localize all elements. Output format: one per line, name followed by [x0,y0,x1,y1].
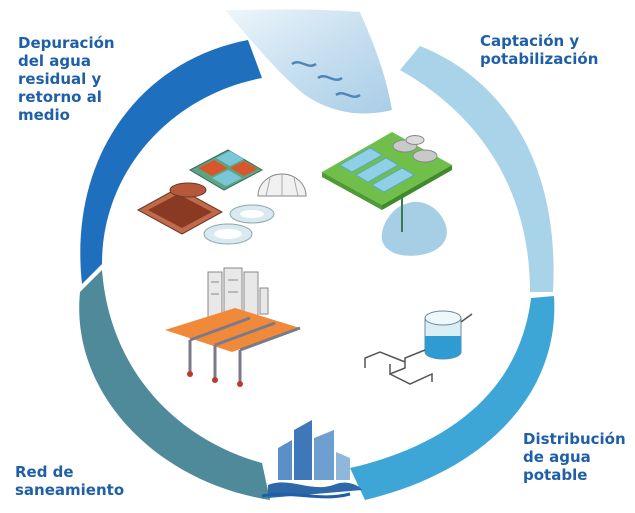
label-distribucion: Distribución de agua potable [523,430,626,484]
label-captacion: Captación y potabilización [480,32,598,68]
sewer-network-icon [165,267,301,387]
arc-depuracion [80,40,262,284]
label-line: potable [523,466,588,484]
label-red-saneamiento: Red de saneamiento [15,463,124,499]
arc-captacion [400,46,554,292]
label-depuracion: Depuración del agua residual y retorno a… [18,34,115,124]
arc-red-saneamiento [79,270,270,500]
label-line: Captación y [480,32,580,50]
label-line: saneamiento [15,481,125,499]
label-line: Distribución [523,430,626,448]
water-tank-pipes-icon [364,310,473,385]
label-line: medio [18,106,70,124]
river-icon [225,9,392,114]
wastewater-treatment-plant-icon [136,149,307,245]
label-line: Red de [15,463,74,481]
label-line: potabilización [480,50,599,68]
label-line: de agua [523,448,591,466]
label-line: del agua [18,52,91,70]
label-line: residual y [18,70,102,88]
city-buildings-icon [261,420,362,499]
label-line: Depuración [18,34,115,52]
label-line: retorno al [18,88,102,106]
cycle-ring [79,40,555,500]
arc-distribucion [350,296,555,500]
water-treatment-plant-icon [322,132,452,256]
